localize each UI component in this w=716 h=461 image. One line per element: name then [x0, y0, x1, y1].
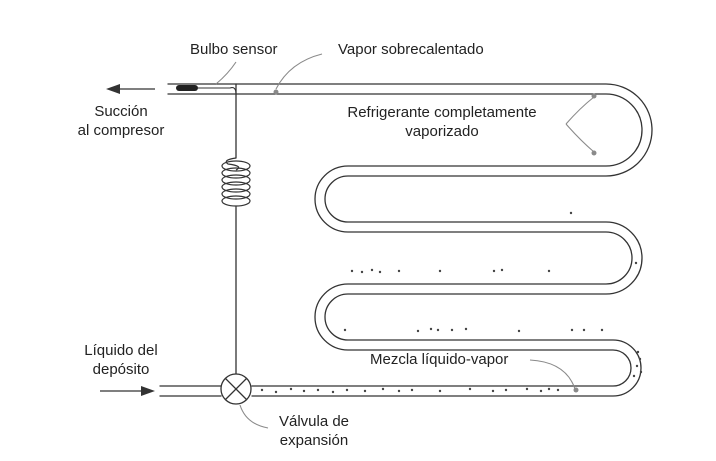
- label-fully-vaporized: Refrigerante completamente vaporizado: [320, 103, 564, 141]
- label-sensor-bulb: Bulbo sensor: [190, 41, 278, 58]
- leader-valve: [239, 404, 269, 429]
- marker-dot: [573, 387, 579, 393]
- marker-dot: [591, 93, 597, 99]
- sensor-bulb-icon: [176, 85, 237, 95]
- leader-vaporized-bottom: [565, 123, 595, 153]
- marker-dot: [273, 89, 279, 95]
- label-liquid-from-tank: Líquido del depósito: [74, 341, 168, 379]
- label-suction-line2: al compresor: [77, 122, 165, 139]
- label-liquid-line1: Líquido del: [84, 342, 158, 359]
- label-valve-line2: expansión: [279, 432, 349, 449]
- label-liquid-vapor-mixture: Mezcla líquido-vapor: [370, 351, 509, 368]
- liquid-droplets: [260, 211, 643, 394]
- leader-vaporized-top: [565, 96, 595, 125]
- leader-mixture: [529, 359, 576, 390]
- label-superheated-vapor: Vapor sobrecalentado: [338, 41, 484, 58]
- leader-superheated: [275, 53, 323, 90]
- expansion-valve-icon: [220, 373, 252, 405]
- evaporator-tube-inner: [167, 93, 643, 387]
- marker-dot: [591, 150, 597, 156]
- label-suction-line1: Succión: [94, 103, 148, 120]
- label-expansion-valve: Válvula de expansión: [266, 412, 362, 450]
- arrow-left-icon: [106, 84, 155, 94]
- label-suction: Succión al compresor: [62, 102, 180, 140]
- label-fully-vaporized-line2: vaporizado: [405, 123, 479, 140]
- label-liquid-line2: depósito: [92, 361, 150, 378]
- leader-sensor-bulb: [215, 61, 237, 85]
- capillary-coil-icon: [221, 157, 251, 208]
- liquid-inlet-pipe: [159, 385, 222, 397]
- label-valve-line1: Válvula de: [278, 413, 350, 430]
- arrow-right-icon: [100, 386, 155, 396]
- label-fully-vaporized-line1: Refrigerante completamente: [347, 104, 537, 121]
- evaporator-tube-outer: [167, 83, 653, 397]
